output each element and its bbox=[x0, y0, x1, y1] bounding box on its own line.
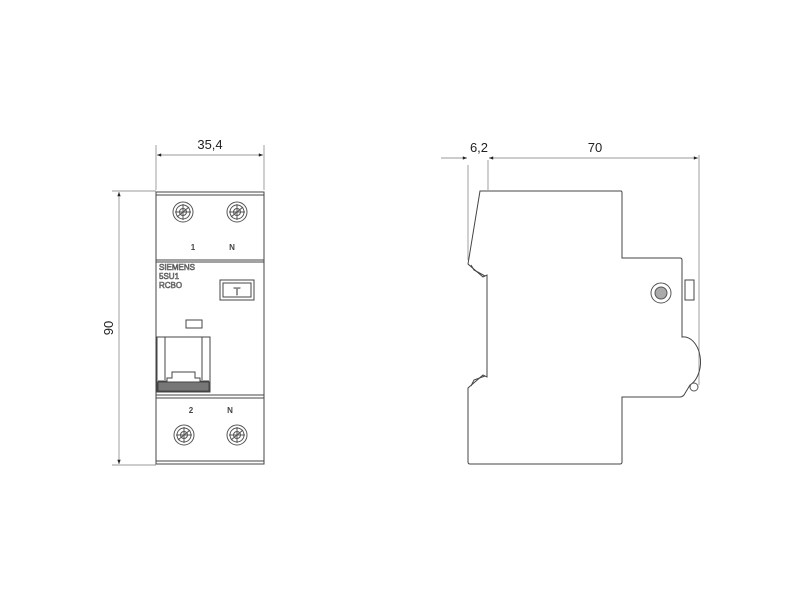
toggle-lever bbox=[156, 336, 211, 393]
type-label: RCBO bbox=[159, 281, 182, 290]
width-dimension-label: 35,4 bbox=[197, 137, 222, 152]
device-body-side bbox=[467, 190, 701, 465]
test-button bbox=[219, 279, 255, 301]
side-clip bbox=[684, 279, 695, 301]
side-screw-head bbox=[654, 286, 668, 300]
front-view: 35,4 90 1 N SIEMENS 5SU1 RCBO T 2 N bbox=[101, 137, 265, 466]
rail-offset-dimension-label: 6,2 bbox=[470, 140, 488, 155]
pivot-pin bbox=[689, 382, 699, 392]
brand-label: SIEMENS bbox=[159, 263, 195, 272]
terminal-screw-icon bbox=[173, 424, 195, 446]
terminal-screw-icon bbox=[226, 424, 248, 446]
test-button-label: T bbox=[234, 286, 241, 298]
toggle-lever-base-bar bbox=[157, 381, 210, 392]
terminal-label: 2 bbox=[189, 406, 194, 415]
side-view: 6,2 70 bbox=[441, 140, 701, 465]
terminal-label: N bbox=[229, 243, 235, 252]
device-body-front bbox=[155, 191, 265, 465]
terminal-screw-icon bbox=[172, 201, 194, 223]
rail-clip-notch bbox=[470, 375, 486, 387]
depth-dimension-label: 70 bbox=[588, 140, 602, 155]
model-label: 5SU1 bbox=[159, 272, 180, 281]
rail-clip-notch bbox=[470, 264, 486, 277]
indicator-window bbox=[185, 319, 203, 329]
terminal-label: N bbox=[227, 406, 233, 415]
terminal-label: 1 bbox=[191, 243, 196, 252]
terminal-screw-icon bbox=[226, 201, 248, 223]
toggle-lever-profile bbox=[158, 371, 209, 382]
height-dimension-label: 90 bbox=[101, 321, 116, 335]
test-button-inner-frame bbox=[222, 282, 252, 298]
